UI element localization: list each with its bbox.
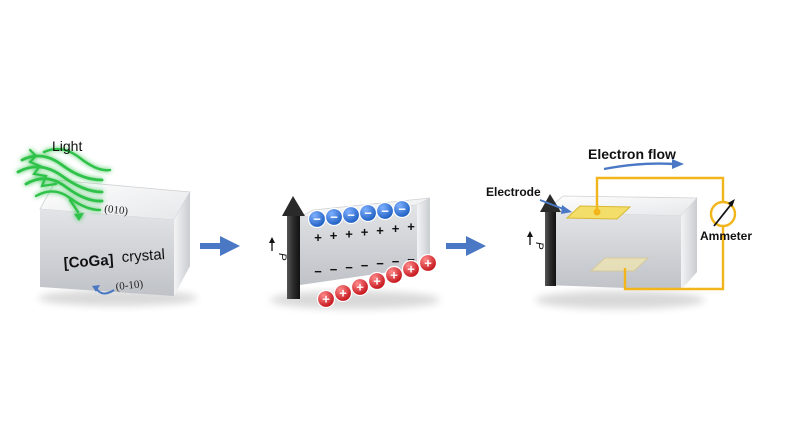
- positive-charge-ball: [367, 271, 387, 291]
- electron-flow-arrow-icon: [603, 159, 684, 171]
- ammeter-icon: [709, 199, 737, 228]
- bound-positive-row: + + + + + + +: [314, 219, 415, 245]
- bound-negative-sign: −: [407, 252, 415, 267]
- positive-charge-sign: +: [424, 256, 432, 271]
- surface-positive-charges: + + + + + + +: [316, 253, 438, 309]
- negative-charge-ball: [392, 199, 412, 219]
- positive-charge-sign: +: [356, 280, 364, 295]
- bound-negative-sign: −: [392, 254, 400, 269]
- crystal-bracket-label: [CoGa]: [63, 252, 114, 272]
- bound-negative-sign: −: [314, 264, 322, 279]
- bound-positive-sign: +: [330, 228, 338, 243]
- slab-front-face: [300, 205, 417, 285]
- polar-small-arrowhead-3-icon: [527, 231, 533, 237]
- device-side-face: [681, 198, 697, 290]
- process-arrow-1-icon: [200, 236, 240, 256]
- bound-positive-sign: +: [345, 226, 353, 241]
- bound-negative-sign: −: [330, 262, 338, 277]
- circuit-wire-bottom: [623, 226, 725, 291]
- top-electrode-contact: [593, 208, 601, 216]
- panel-1-crystal: Light (010) [CoGa] crystal (0-10): [16, 138, 198, 306]
- face-010-label: (010): [104, 203, 129, 217]
- bound-negative-sign: −: [345, 260, 353, 275]
- slab-side-face: [417, 198, 430, 268]
- positive-charge-ball: [333, 283, 353, 303]
- panel-2-shadow: [270, 291, 440, 309]
- bound-positive-sign: +: [407, 219, 415, 234]
- light-rays-icon: [16, 147, 112, 221]
- bound-negative-row: −−−−−−−: [314, 252, 415, 279]
- polar-p-label-3: P: [533, 242, 545, 250]
- process-arrow-2-icon: [446, 236, 486, 256]
- panel-3-shadow: [535, 291, 705, 309]
- bound-positive-sign: +: [361, 225, 369, 240]
- positive-charge-ball: [350, 277, 370, 297]
- positive-charge-sign: +: [373, 274, 381, 289]
- electrode-label: Electrode: [486, 185, 541, 199]
- positive-charge-sign: +: [322, 292, 330, 307]
- polarization-pillar-icon: [282, 196, 305, 299]
- surface-negative-charges: −−−−−−: [307, 199, 412, 229]
- negative-charge-sign: −: [330, 210, 338, 225]
- positive-charge-ball: [316, 289, 336, 309]
- crystal-word-label: crystal: [121, 246, 165, 266]
- positive-charge-sign: +: [390, 268, 398, 283]
- bound-negative-sign: −: [376, 256, 384, 271]
- bound-positive-sign: +: [376, 223, 384, 238]
- bound-positive-sign: +: [392, 221, 400, 236]
- negative-charge-sign: −: [347, 208, 355, 223]
- electrode-pointer-icon: [539, 199, 572, 214]
- positive-charge-ball: [418, 253, 438, 273]
- bound-positive-sign: +: [314, 230, 322, 245]
- positive-charge-ball: [401, 259, 421, 279]
- panel-2-polarization: P −−−−−− +++++++ −−−−−−− +++++++: [269, 196, 440, 309]
- face-curved-arrowhead-icon: [92, 285, 100, 292]
- light-label: Light: [52, 138, 82, 154]
- positive-charge-sign: +: [407, 262, 415, 277]
- crystal-side-face: [174, 192, 190, 296]
- face-0-10-label: (0-10): [115, 278, 144, 293]
- negative-charge-sign: −: [381, 204, 389, 219]
- bottom-electrode: [589, 257, 650, 272]
- positive-charge-ball: [384, 265, 404, 285]
- polarization-pillar-3-icon: [540, 194, 561, 286]
- negative-charge-sign: −: [313, 212, 321, 227]
- bound-negative-sign: −: [361, 258, 369, 273]
- circuit-wire-top: [595, 176, 725, 212]
- positive-charge-sign: +: [339, 286, 347, 301]
- panel-3-circuit: P Electron flow Electrode Ammeter: [486, 146, 752, 309]
- polar-p-label-2: P: [276, 253, 288, 261]
- negative-charge-sign: −: [398, 202, 406, 217]
- polar-small-arrowhead-2-icon: [269, 237, 275, 243]
- electron-flow-label: Electron flow: [588, 146, 676, 162]
- device-front-face: [545, 212, 681, 290]
- ammeter-label: Ammeter: [700, 229, 752, 243]
- crystal-front-face: [40, 209, 174, 296]
- negative-charge-sign: −: [364, 206, 372, 221]
